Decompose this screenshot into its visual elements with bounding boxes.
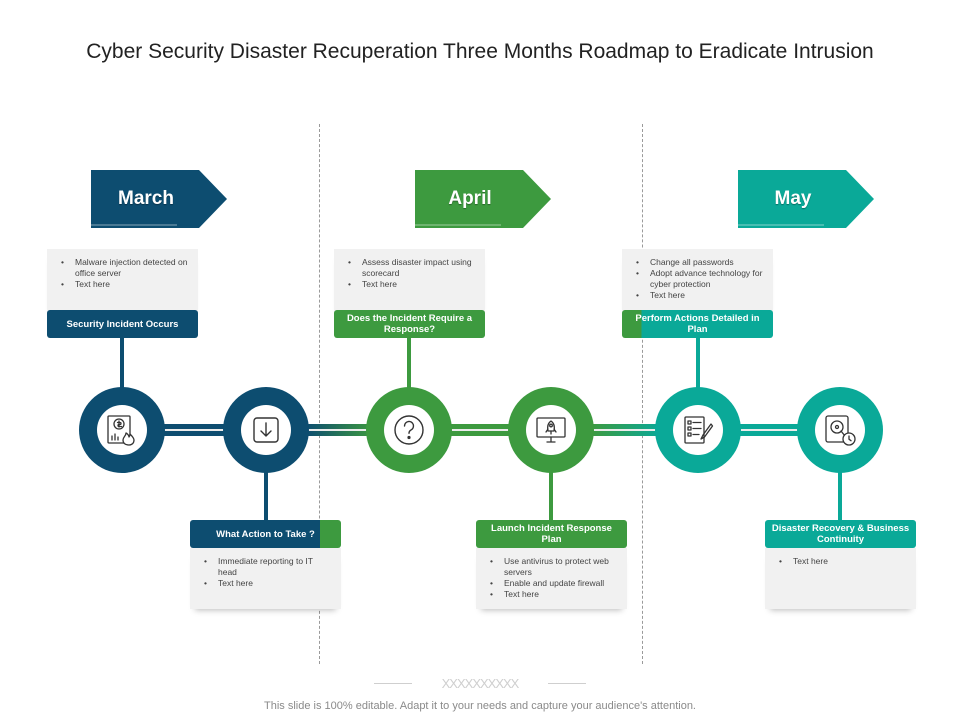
download-arrow-icon: [253, 417, 279, 443]
month-divider-2: [642, 124, 643, 664]
step-2-details: Immediate reporting to IT head Text here: [190, 548, 341, 609]
step-5-node: [655, 387, 741, 473]
connector: [838, 472, 842, 522]
timeline-bar: [162, 424, 228, 436]
step-6-details: Text here: [765, 548, 916, 609]
bullet-item: Text here: [61, 279, 188, 290]
decoration-pattern: XXXXXXXXXX: [441, 676, 520, 691]
step-5-label: Perform Actions Detailed in Plan: [622, 310, 773, 338]
month-label: May: [774, 188, 812, 209]
month-divider-1: [319, 124, 320, 664]
step-2-label: What Action to Take ?: [190, 520, 341, 548]
step-2-node: [223, 387, 309, 473]
bullet-item: Text here: [636, 290, 763, 301]
bullet-item: Text here: [204, 578, 331, 589]
timeline-bar: [736, 424, 802, 436]
step-4-node: [508, 387, 594, 473]
disk-search-clock-icon: [825, 415, 856, 446]
step-3-node: [366, 387, 452, 473]
footer-note: This slide is 100% editable. Adapt it to…: [264, 700, 696, 712]
bullet-item: Text here: [348, 279, 475, 290]
bullet-item: Adopt advance technology for cyber prote…: [636, 268, 763, 290]
step-1-node: [79, 387, 165, 473]
rocket-monitor-icon: [536, 417, 566, 443]
connector: [407, 338, 411, 388]
financial-report-fire-icon: [107, 415, 135, 446]
decoration-line: [374, 683, 412, 684]
connector: [120, 338, 124, 388]
month-banner-april: April: [415, 170, 551, 228]
footer-decoration: XXXXXXXXXX: [374, 676, 586, 692]
page-title: Cyber Security Disaster Recuperation Thr…: [86, 40, 874, 63]
decoration-line: [548, 683, 586, 684]
step-1-label: Security Incident Occurs: [47, 310, 198, 338]
bullet-item: Assess disaster impact using scorecard: [348, 257, 475, 279]
step-4-details: Use antivirus to protect web servers Ena…: [476, 548, 627, 609]
month-banner-may: May: [738, 170, 874, 228]
step-6-node: [797, 387, 883, 473]
bullet-item: Text here: [490, 589, 617, 600]
month-banner-march: March: [91, 170, 227, 228]
timeline-bar: [591, 424, 661, 436]
step-3-label: Does the Incident Require a Response?: [334, 310, 485, 338]
step-1-details: Malware injection detected on office ser…: [47, 249, 198, 313]
timeline-bar: [306, 424, 374, 436]
checklist-pen-icon: [684, 416, 714, 444]
bullet-item: Change all passwords: [636, 257, 763, 268]
bullet-item: Use antivirus to protect web servers: [490, 556, 617, 578]
bullet-item: Text here: [779, 556, 906, 567]
step-4-label: Launch Incident Response Plan: [476, 520, 627, 548]
month-label: April: [448, 188, 492, 209]
bullet-item: Immediate reporting to IT head: [204, 556, 331, 578]
month-label: March: [118, 188, 174, 209]
question-mark-icon: [394, 415, 424, 445]
bullet-item: Malware injection detected on office ser…: [61, 257, 188, 279]
step-3-details: Assess disaster impact using scorecard T…: [334, 249, 485, 313]
step-6-label: Disaster Recovery & Business Continuity: [765, 520, 916, 548]
step-5-details: Change all passwords Adopt advance techn…: [622, 249, 773, 313]
connector: [549, 472, 553, 522]
timeline-bar: [449, 424, 515, 436]
connector: [696, 338, 700, 388]
connector: [264, 472, 268, 522]
bullet-item: Enable and update firewall: [490, 578, 617, 589]
